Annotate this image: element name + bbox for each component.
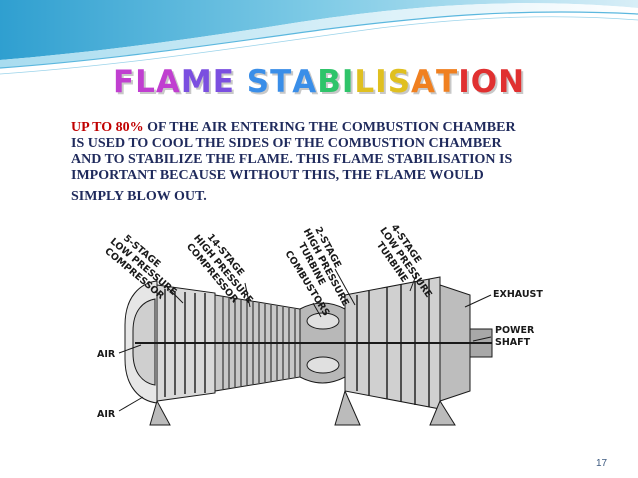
title-letter: T bbox=[436, 64, 459, 100]
gas-turbine-diagram: 5-STAGE LOW PRESSURE COMPRESSOR 14-STAGE… bbox=[97, 225, 543, 426]
title-letter: I bbox=[375, 64, 388, 100]
title-letter: A bbox=[292, 64, 318, 100]
title-letter: A bbox=[155, 64, 181, 100]
body-line-5: SIMPLY BLOW OUT. bbox=[71, 189, 207, 204]
title-letter: N bbox=[498, 64, 526, 100]
label-arrows bbox=[118, 268, 492, 412]
title-letter: A bbox=[411, 64, 437, 100]
title-letter: E bbox=[212, 64, 235, 100]
title-letter: M bbox=[180, 64, 213, 100]
title-letter: S bbox=[387, 64, 412, 100]
label-exhaust: EXHAUST bbox=[493, 289, 543, 300]
title-letter: F bbox=[112, 64, 136, 100]
title-letter: I bbox=[458, 64, 471, 100]
body-line-4: IMPORTANT BECAUSE WITHOUT THIS, THE FLAM… bbox=[71, 168, 484, 183]
body-line-1: UP TO 80% OF THE AIR ENTERING THE COMBUS… bbox=[71, 120, 631, 136]
body-paragraph: UP TO 80% OF THE AIR ENTERING THE COMBUS… bbox=[71, 120, 631, 205]
body-line-2: IS USED TO COOL THE SIDES OF THE COMBUST… bbox=[71, 136, 502, 151]
title-letter: L bbox=[354, 64, 376, 100]
title-letter: I bbox=[341, 64, 355, 100]
title-space bbox=[235, 64, 247, 100]
title-letter: T bbox=[270, 64, 293, 100]
title-letter: S bbox=[246, 64, 271, 100]
label-air-bottom: AIR bbox=[97, 409, 116, 420]
highlight-text: UP TO 80% bbox=[71, 120, 144, 135]
body-line-3: AND TO STABILIZE THE FLAME. THIS FLAME S… bbox=[71, 152, 513, 167]
label-air-top: AIR bbox=[97, 349, 116, 360]
label-power-shaft-line1: POWER bbox=[495, 325, 535, 336]
body-line-1-rest: OF THE AIR ENTERING THE COMBUSTION CHAMB… bbox=[143, 120, 516, 135]
engine-illustration bbox=[124, 276, 493, 426]
title-letter: L bbox=[135, 64, 156, 100]
slide-title: FLAME STABILISATION bbox=[0, 64, 638, 100]
page-number: 17 bbox=[596, 458, 608, 469]
title-letter: O bbox=[470, 64, 499, 100]
label-power-shaft-line2: SHAFT bbox=[495, 337, 531, 348]
title-letter: B bbox=[317, 64, 342, 100]
header-swoosh-decoration bbox=[0, 0, 638, 75]
